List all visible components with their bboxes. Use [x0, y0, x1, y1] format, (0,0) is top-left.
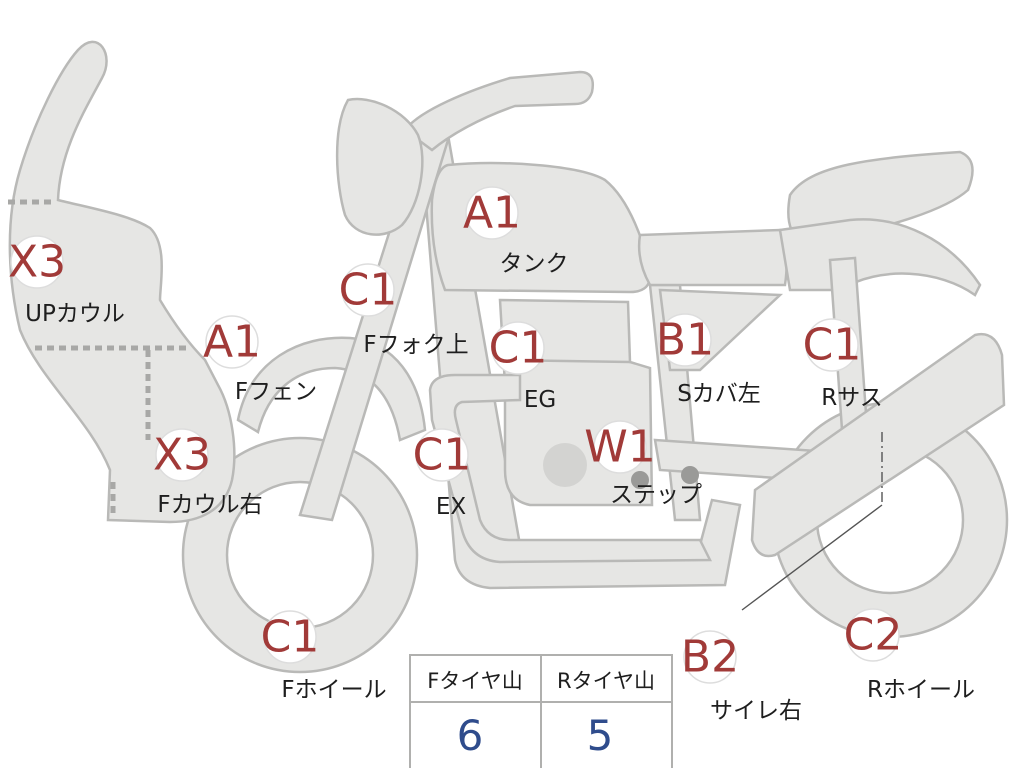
r-tire-value: 5 — [587, 711, 614, 760]
marker-s-cover-left[interactable]: B1 — [656, 313, 714, 367]
marker-code: C1 — [261, 612, 320, 663]
marker-r-wheel[interactable]: C2 — [844, 608, 903, 662]
marker-code: C1 — [803, 320, 862, 371]
marker-code: B1 — [656, 315, 714, 366]
label-f-cowl-right: Fカウル右 — [157, 492, 262, 518]
label-silencer-right: サイレ右 — [710, 698, 802, 724]
marker-f-fender[interactable]: A1 — [203, 315, 261, 369]
marker-step[interactable]: W1 — [584, 420, 656, 474]
label-up-cowl: UPカウル — [25, 301, 125, 327]
headlight-shape — [335, 97, 424, 236]
label-tank: タンク — [500, 251, 569, 277]
marker-code: B2 — [681, 632, 739, 683]
label-exhaust: EX — [436, 494, 467, 520]
r-tire-header: Rタイヤ山 — [557, 669, 655, 693]
marker-up-cowl[interactable]: X3 — [8, 235, 66, 289]
tail-shape — [778, 218, 982, 297]
label-r-suspension: Rサス — [821, 385, 883, 411]
marker-f-fork-upper[interactable]: C1 — [339, 263, 398, 317]
silencer-leader-line — [741, 504, 883, 611]
f-tire-value: 6 — [457, 711, 484, 760]
marker-r-suspension[interactable]: C1 — [803, 318, 862, 372]
label-f-wheel: Fホイール — [281, 677, 386, 703]
marker-tank[interactable]: A1 — [463, 186, 521, 240]
tire-tread-table: Fタイヤ山 Rタイヤ山 6 5 — [409, 654, 673, 768]
marker-exhaust[interactable]: C1 — [413, 428, 472, 482]
exhaust-pipe-shape — [428, 373, 713, 564]
marker-code: X3 — [153, 430, 211, 481]
label-f-fork-upper: Fフォク上 — [363, 332, 468, 358]
marker-code: C1 — [413, 430, 472, 481]
handlebar-shape — [403, 70, 594, 152]
marker-code: C1 — [339, 265, 398, 316]
marker-code: C1 — [489, 323, 548, 374]
label-s-cover-left: Sカバ左 — [677, 381, 761, 407]
marker-code: A1 — [203, 317, 261, 368]
damage-markers: X3 A1 X3 C1 A1 C1 B1 C1 C1 W1 C1 — [8, 186, 903, 684]
upper-cowl-shape — [8, 40, 236, 524]
label-r-wheel: Rホイール — [867, 677, 975, 703]
marker-f-cowl-right[interactable]: X3 — [153, 428, 211, 482]
label-engine: EG — [524, 387, 556, 413]
marker-code: C2 — [844, 610, 903, 661]
muffler-shape — [750, 332, 1006, 558]
marker-engine[interactable]: C1 — [489, 321, 548, 375]
seat-front-shape — [637, 228, 788, 287]
marker-code: A1 — [463, 188, 521, 239]
part-labels: UPカウル Fフェン Fカウル右 Fフォク上 タンク EG Sカバ左 Rサス E… — [25, 251, 975, 724]
marker-code: X3 — [8, 237, 66, 288]
marker-f-wheel[interactable]: C1 — [261, 610, 320, 664]
label-f-fender: Fフェン — [235, 379, 317, 405]
marker-code: W1 — [584, 422, 656, 473]
f-tire-header: Fタイヤ山 — [427, 669, 522, 693]
label-step: ステップ — [610, 482, 702, 508]
marker-silencer-right[interactable]: B2 — [681, 630, 739, 684]
